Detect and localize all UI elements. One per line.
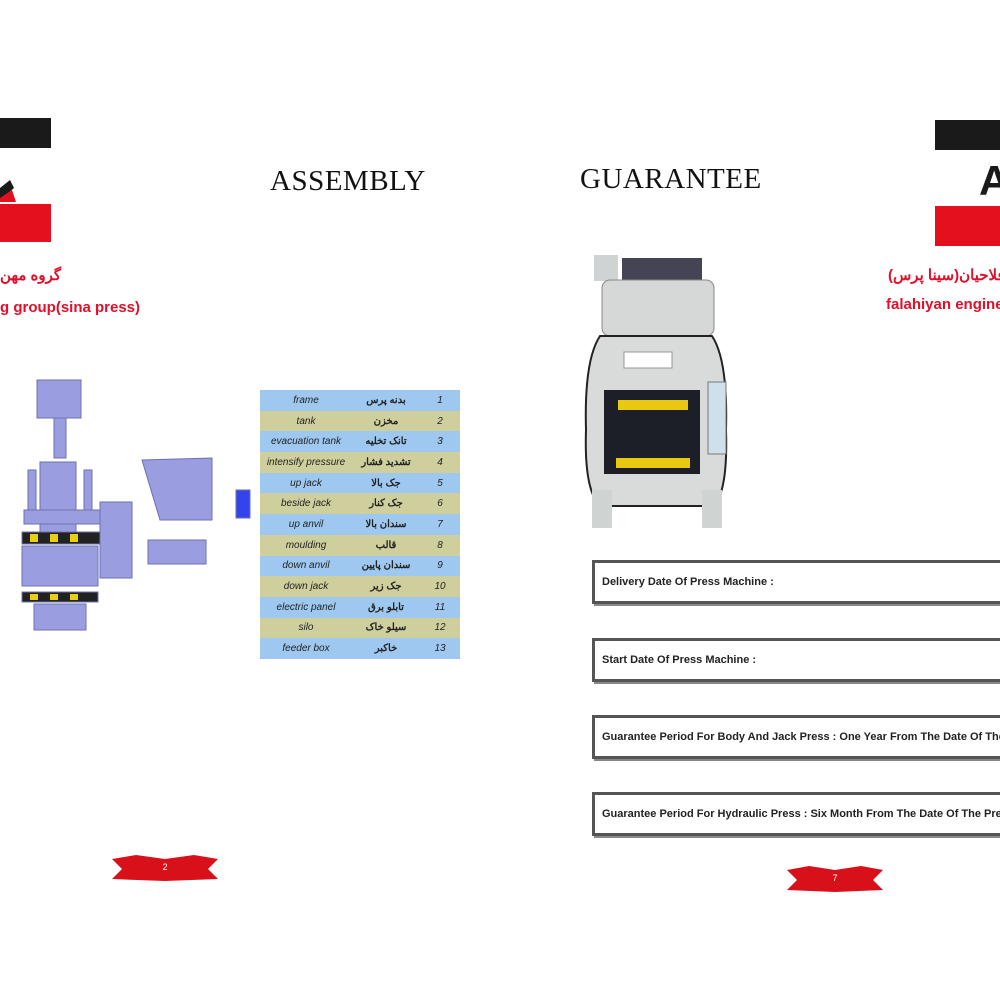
part-number: 11: [434, 601, 446, 613]
part-number: 2: [437, 415, 443, 427]
part-number: 6: [437, 498, 443, 510]
start-date-label: Start Date Of Press Machine :: [602, 654, 757, 666]
page-number: 2: [162, 862, 168, 872]
exploded-machine-drawing: [21, 379, 251, 631]
right-logo: A: [935, 120, 1000, 248]
parts-table-row: down jack جک زیر 10: [260, 576, 460, 597]
part-name-en: evacuation tank: [270, 436, 342, 448]
part-name-fa: جک کنار: [369, 498, 403, 510]
parts-table-row: frame بدنه پرس 1: [260, 390, 460, 411]
page-title-guarantee: GUARANTEE: [580, 163, 762, 195]
part-name-fa: تشدید فشار: [361, 456, 411, 468]
part-name-en: beside jack: [280, 498, 332, 510]
parts-table-row: up jack جک بالا 5: [260, 472, 460, 494]
left-brand-en: g group(sina press): [0, 299, 141, 316]
part-name-en: intensify pressure: [266, 456, 346, 468]
part-name-en: silo: [298, 622, 314, 634]
part-number: 12: [434, 622, 446, 634]
parts-table-row: beside jack جک کنار 6: [260, 493, 460, 515]
part-name-en: down jack: [283, 581, 329, 593]
parts-table-row: electric panel تابلو برق 11: [260, 596, 460, 618]
start-date-field[interactable]: Start Date Of Press Machine :: [592, 638, 1000, 682]
part-name-en: frame: [293, 394, 319, 406]
part-number: 7: [437, 518, 443, 530]
part-number: 5: [437, 477, 443, 489]
part-name-en: tank: [296, 415, 316, 427]
parts-table-row: tank مخزن 2: [260, 410, 460, 432]
part-number: 9: [437, 560, 443, 572]
page-number-ribbon-left: 2: [112, 855, 218, 881]
part-number: 13: [434, 643, 446, 655]
body-jack-guarantee-text: Guarantee Period For Body And Jack Press…: [602, 731, 1000, 743]
left-logo: [0, 118, 52, 246]
part-name-en: electric panel: [276, 601, 336, 613]
parts-table-row: silo سیلو خاک 12: [260, 617, 460, 639]
parts-table-row: intensify pressure تشدید فشار 4: [260, 452, 460, 473]
part-name-fa: سیلو خاک: [365, 622, 407, 634]
part-name-fa: قالب: [375, 539, 397, 551]
part-number: 10: [434, 581, 446, 593]
part-name-fa: تانک تخلیه: [365, 436, 407, 448]
right-brand-en: falahiyan engineer: [886, 296, 1000, 313]
parts-table-row: moulding قالب 8: [260, 534, 460, 556]
part-name-en: up jack: [290, 477, 322, 489]
part-name-en: down anvil: [282, 560, 330, 572]
page-number-ribbon-right: 7: [787, 866, 883, 892]
body-jack-guarantee-field: Guarantee Period For Body And Jack Press…: [592, 715, 1000, 759]
part-number: 8: [437, 539, 443, 551]
parts-table-row: feeder box خاکبر 13: [260, 638, 460, 659]
right-brand-fa: ی فلاحیان(سینا پرس): [888, 267, 1000, 284]
delivery-date-field[interactable]: Delivery Date Of Press Machine :: [592, 560, 1000, 604]
part-name-fa: جک زیر: [370, 581, 402, 593]
left-brand-fa: گروه مهن: [0, 267, 62, 284]
page-title-assembly: ASSEMBLY: [270, 165, 426, 197]
hydraulic-guarantee-text: Guarantee Period For Hydraulic Press : S…: [602, 808, 1000, 820]
part-number: 4: [437, 456, 443, 468]
part-name-fa: خاکبر: [374, 643, 398, 655]
press-machine-photo: [584, 255, 728, 528]
part-name-en: up anvil: [288, 518, 324, 530]
part-name-en: feeder box: [282, 643, 330, 655]
delivery-date-label: Delivery Date Of Press Machine :: [602, 576, 774, 588]
part-name-fa: سندان پایین: [361, 560, 411, 572]
parts-table-row: up anvil سندان بالا 7: [260, 514, 460, 535]
part-name-fa: بدنه پرس: [366, 394, 406, 406]
part-name-en: moulding: [285, 539, 327, 551]
page-number: 7: [832, 873, 838, 883]
hydraulic-guarantee-field: Guarantee Period For Hydraulic Press : S…: [592, 792, 1000, 836]
part-name-fa: تابلو برق: [368, 601, 404, 613]
parts-table-row: down anvil سندان پایین 9: [260, 555, 460, 577]
parts-table-row: evacuation tank تانک تخلیه 3: [260, 431, 460, 453]
part-number: 3: [437, 436, 443, 448]
part-name-fa: مخزن: [373, 415, 399, 427]
part-name-fa: سندان بالا: [365, 518, 407, 530]
part-name-fa: جک بالا: [371, 477, 401, 489]
part-number: 1: [437, 394, 443, 406]
